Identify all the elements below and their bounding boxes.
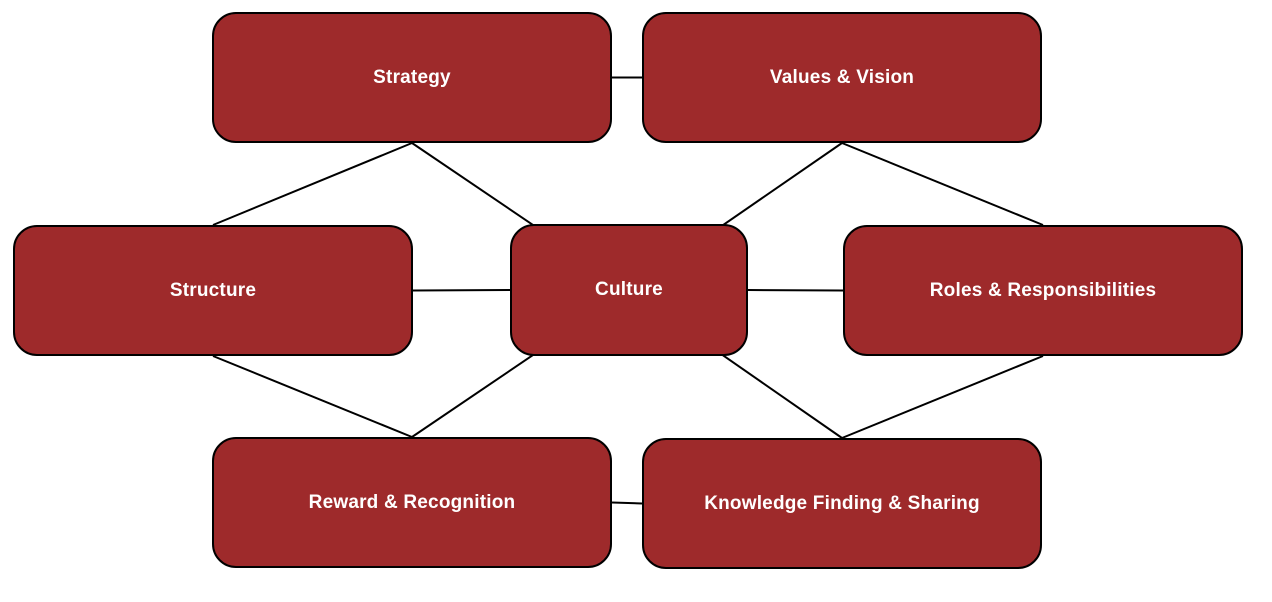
node-strategy-label: Strategy xyxy=(373,66,451,88)
connector-values_vision-roles_resp xyxy=(841,142,1044,226)
connector-structure-culture xyxy=(412,289,511,292)
node-roles-responsibilities: Roles & Responsibilities xyxy=(843,225,1243,356)
node-reward-recognition: Reward & Recognition xyxy=(212,437,612,568)
connector-structure-reward_recog xyxy=(212,355,413,438)
connector-culture-roles_resp xyxy=(747,289,844,292)
node-strategy: Strategy xyxy=(212,12,612,143)
node-structure: Structure xyxy=(13,225,413,356)
connector-reward_recog-knowledge xyxy=(611,501,643,505)
node-culture-label: Culture xyxy=(595,279,663,300)
node-reward-recognition-label: Reward & Recognition xyxy=(308,491,516,513)
node-knowledge-finding-sharing: Knowledge Finding & Sharing xyxy=(642,438,1042,569)
node-culture: Culture xyxy=(510,224,748,356)
node-roles-responsibilities-label: Roles & Responsibilities xyxy=(929,279,1157,301)
node-structure-label: Structure xyxy=(169,279,257,301)
connector-strategy-structure xyxy=(212,142,413,226)
connector-roles_resp-knowledge xyxy=(841,355,1044,439)
node-values-vision-label: Values & Vision xyxy=(769,66,915,88)
node-knowledge-finding-sharing-label: Knowledge Finding & Sharing xyxy=(704,492,980,514)
node-values-vision: Values & Vision xyxy=(642,12,1042,143)
